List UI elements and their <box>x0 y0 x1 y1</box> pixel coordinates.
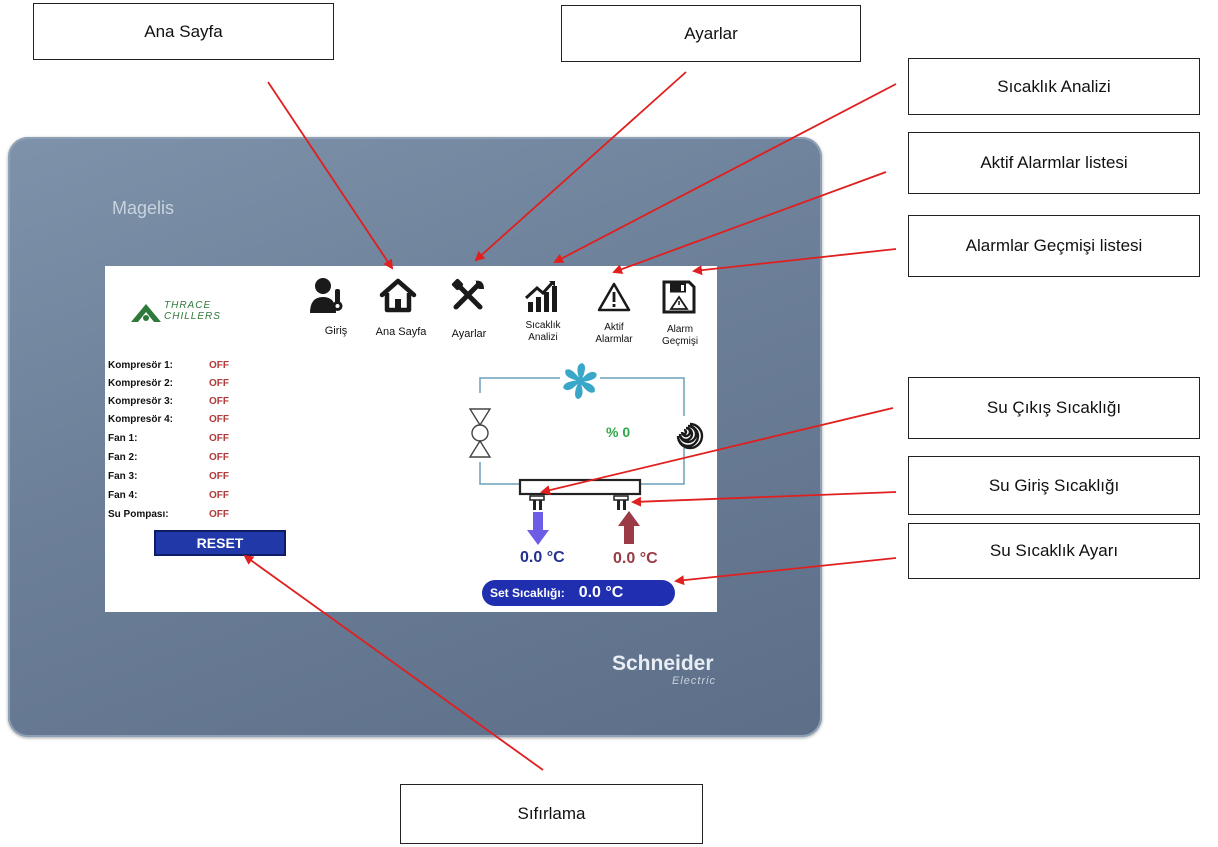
pipe-bottom-left <box>479 462 520 485</box>
reset-button[interactable]: RESET <box>154 530 286 556</box>
callout-sifirlama: Sıfırlama <box>400 784 703 844</box>
callout-sicaklik-analizi: Sıcaklık Analizi <box>908 58 1200 115</box>
thrace-chillers-logo-text: THRACE CHILLERS <box>164 300 256 322</box>
status-label: Kompresör 1: <box>108 360 174 371</box>
callout-su-giris: Su Giriş Sıcaklığı <box>908 456 1200 515</box>
nav-label-ana-sayfa[interactable]: Ana Sayfa <box>375 326 427 338</box>
nav-label-aktif-line2: Alarmlar <box>595 334 633 345</box>
nav-label-alarm-gecmisi[interactable]: Alarm Geçmişi <box>652 324 708 348</box>
status-label: Kompresör 4: <box>108 414 174 425</box>
coil-spiral-icon <box>676 422 704 450</box>
water-in-temperature: 0.0 °C <box>613 550 658 567</box>
status-value: OFF <box>209 396 229 407</box>
status-label: Fan 4: <box>108 490 138 501</box>
analytics-chart-icon[interactable] <box>523 278 559 319</box>
status-row-kompresor-4: Kompresör 4: OFF <box>108 414 248 432</box>
status-row-fan-2: Fan 2: OFF <box>108 452 248 470</box>
home-icon[interactable] <box>379 277 417 318</box>
nav-label-alarm-line1: Alarm <box>666 324 694 335</box>
schneider-electric-sub-label: Electric <box>672 675 717 687</box>
nav-label-sicaklik-analizi[interactable]: Sıcaklık Analizi <box>515 320 571 344</box>
nav-label-aktif-alarmlar[interactable]: Aktif Alarmlar <box>586 322 642 346</box>
pipe-top-right <box>600 377 685 416</box>
set-temperature-value[interactable]: 0.0 °C <box>578 584 624 601</box>
tools-settings-icon[interactable] <box>450 277 488 318</box>
nav-label-alarm-line2: Geçmişi <box>661 336 699 347</box>
status-row-kompresor-3: Kompresör 3: OFF <box>108 396 248 414</box>
pipe-bottom-right <box>640 448 685 485</box>
status-row-fan-1: Fan 1: OFF <box>108 433 248 451</box>
nav-label-ayarlar[interactable]: Ayarlar <box>451 328 487 340</box>
status-value: OFF <box>209 433 229 444</box>
schneider-brand-logo: Schneider <box>612 652 714 675</box>
expansion-valve-icon <box>468 408 492 458</box>
nav-label-aktif-line1: Aktif <box>604 322 624 333</box>
warning-triangle-icon[interactable] <box>597 281 631 318</box>
logo-line-1: THRACE <box>164 300 212 311</box>
status-label: Kompresör 3: <box>108 396 174 407</box>
callout-su-cikis: Su Çıkış Sıcaklığı <box>908 377 1200 439</box>
thrace-chillers-logo-icon <box>131 304 161 322</box>
status-value: OFF <box>209 360 229 371</box>
status-row-kompresor-2: Kompresör 2: OFF <box>108 378 248 396</box>
callout-ayarlar: Ayarlar <box>561 5 861 62</box>
status-label: Kompresör 2: <box>108 378 174 389</box>
floppy-disk-alarm-icon[interactable] <box>662 280 696 319</box>
status-row-fan-4: Fan 4: OFF <box>108 490 248 508</box>
callout-aktif-alarmlar: Aktif Alarmlar listesi <box>908 132 1200 194</box>
set-temperature-control[interactable]: Set Sıcaklığı: 0.0 °C <box>482 580 675 606</box>
status-value: OFF <box>209 490 229 501</box>
evaporator-icon <box>518 478 642 510</box>
callout-alarmlar-gecmisi: Alarmlar Geçmişi listesi <box>908 215 1200 277</box>
logo-line-2: CHILLERS <box>164 311 221 322</box>
pipe-top-left <box>479 377 560 393</box>
status-label: Su Pompası: <box>108 509 169 520</box>
status-value: OFF <box>209 414 229 425</box>
water-out-temperature: 0.0 °C <box>520 549 565 566</box>
login-user-icon[interactable] <box>307 275 349 322</box>
callout-ana-sayfa: Ana Sayfa <box>33 3 334 60</box>
nav-label-giris[interactable]: Giriş <box>324 325 348 337</box>
status-value: OFF <box>209 452 229 463</box>
callout-su-sicaklik-ayari: Su Sıcaklık Ayarı <box>908 523 1200 579</box>
nav-label-sicaklik-line2: Analizi <box>528 332 558 343</box>
status-row-kompresor-1: Kompresör 1: OFF <box>108 360 248 378</box>
status-value: OFF <box>209 509 229 520</box>
fan-icon <box>563 363 597 399</box>
set-temperature-label: Set Sıcaklığı: <box>490 586 565 600</box>
status-row-su-pompasi: Su Pompası: OFF <box>108 509 248 527</box>
water-out-arrow-icon <box>527 512 549 545</box>
status-value: OFF <box>209 471 229 482</box>
status-label: Fan 3: <box>108 471 138 482</box>
status-label: Fan 1: <box>108 433 138 444</box>
status-row-fan-3: Fan 3: OFF <box>108 471 248 489</box>
water-in-arrow-icon <box>618 511 640 544</box>
status-value: OFF <box>209 378 229 389</box>
magelis-brand-label: Magelis <box>112 198 175 218</box>
fan-speed-percent: % 0 <box>606 424 631 440</box>
nav-label-sicaklik-line1: Sıcaklık <box>525 320 561 331</box>
status-label: Fan 2: <box>108 452 138 463</box>
